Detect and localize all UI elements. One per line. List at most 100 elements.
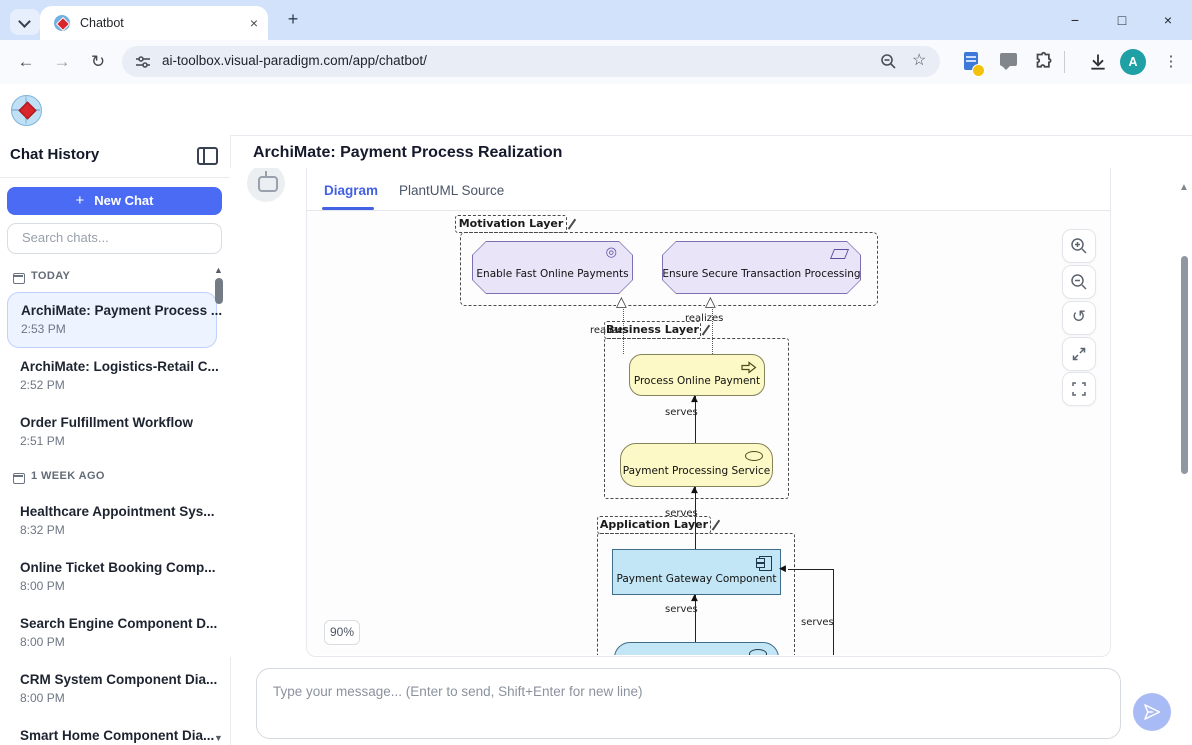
- reload-button[interactable]: ↻: [90, 52, 106, 71]
- sidebar-scroll-up-icon[interactable]: ▲: [214, 265, 223, 275]
- sidebar-scroll-down-icon[interactable]: ▼: [214, 733, 223, 743]
- search-chats-input[interactable]: [20, 229, 209, 246]
- section-label-today: TODAY: [31, 270, 71, 282]
- conversation-title: ArchiMate: Payment Process Realization: [253, 144, 563, 161]
- section-label-week-ago: 1 WEEK AGO: [31, 470, 105, 482]
- fit-expand-button[interactable]: [1062, 337, 1096, 371]
- window-minimize-button[interactable]: −: [1070, 12, 1080, 28]
- main-scrollbar-thumb[interactable]: [1181, 256, 1188, 474]
- serves-edge: [695, 595, 696, 642]
- diagram-message-card: Diagram PlantUML Source Motivation Layer…: [306, 168, 1111, 657]
- business-layer-label: Business Layer: [604, 321, 710, 339]
- motivation-layer-frame: [460, 232, 878, 306]
- browser-toolbar: ← → ↻ ai-toolbox.visual-paradigm.com/app…: [0, 40, 1192, 85]
- back-button[interactable]: ←: [17, 52, 35, 71]
- serves-arrowhead: ▲: [691, 394, 698, 404]
- tab-diagram[interactable]: Diagram: [322, 183, 378, 210]
- plus-icon: +: [75, 192, 85, 209]
- realization-edge: [623, 309, 624, 354]
- address-bar[interactable]: ai-toolbox.visual-paradigm.com/app/chatb…: [122, 46, 940, 77]
- fullscreen-button[interactable]: [1062, 372, 1096, 406]
- serves-label: serves: [801, 617, 834, 628]
- tab-strip: Chatbot × + − □ ×: [0, 0, 1192, 40]
- url-text: ai-toolbox.visual-paradigm.com/app/chatb…: [162, 53, 427, 68]
- serves-arrowhead: ▲: [691, 485, 698, 495]
- zoom-in-button[interactable]: [1062, 229, 1096, 263]
- application-service-node-partial[interactable]: [614, 642, 779, 655]
- tab-search-button[interactable]: [10, 9, 40, 35]
- active-tab-underline: [322, 207, 374, 210]
- docs-extension-badge: [972, 64, 985, 77]
- window-maximize-button[interactable]: □: [1117, 12, 1127, 28]
- application-service-oval-icon: [749, 649, 767, 655]
- new-chat-button[interactable]: +New Chat: [7, 187, 222, 215]
- tab-title: Chatbot: [80, 16, 124, 30]
- application-layer-label: Application Layer: [597, 516, 720, 534]
- serves-edge: [788, 569, 833, 570]
- downloads-icon[interactable]: [1088, 52, 1108, 72]
- business-service-node[interactable]: Payment Processing Service: [620, 443, 773, 487]
- extensions-puzzle-icon[interactable]: [1034, 51, 1055, 72]
- serves-label: serves: [665, 604, 698, 615]
- message-scroll-area: Diagram PlantUML Source Motivation Layer…: [230, 168, 1192, 657]
- calendar-icon: [13, 273, 25, 284]
- serves-arrowhead: ▲: [691, 593, 698, 603]
- zoom-level-badge: 90%: [324, 620, 360, 645]
- chat-item-crm-system[interactable]: CRM System Component Dia... 8:00 PM: [20, 672, 218, 705]
- motivation-layer-label: Motivation Layer: [455, 215, 576, 233]
- comment-extension-icon[interactable]: [1000, 53, 1017, 70]
- zoom-out-button[interactable]: [1062, 265, 1096, 299]
- toolbar-separator: [1064, 51, 1065, 73]
- send-button[interactable]: [1133, 693, 1171, 731]
- app-header: Chatbot Powered by Visual Paradigm ☾ Mor…: [0, 84, 1192, 213]
- forward-button[interactable]: →: [53, 52, 71, 71]
- realizes-label: realizes: [590, 325, 629, 336]
- serves-edge: [695, 487, 696, 549]
- profile-avatar[interactable]: A: [1120, 49, 1146, 75]
- chat-item-logistics-retail[interactable]: ArchiMate: Logistics-Retail C... 2:52 PM: [20, 359, 219, 392]
- chat-item-payment-process[interactable]: ArchiMate: Payment Process ... 2:53 PM: [7, 292, 222, 348]
- zoom-out-page-icon[interactable]: [880, 53, 897, 70]
- realization-arrowhead: △: [616, 294, 627, 310]
- main-scroll-up-icon[interactable]: ▲: [1179, 182, 1189, 193]
- message-input-box[interactable]: [256, 668, 1121, 739]
- sidebar-scrollbar-thumb[interactable]: [215, 278, 223, 304]
- window-close-button[interactable]: ×: [1163, 12, 1173, 28]
- diagram-canvas[interactable]: Motivation Layer ◎ Enable Fast Online Pa…: [307, 211, 1110, 655]
- browser-tab[interactable]: Chatbot ×: [40, 6, 268, 40]
- visual-paradigm-logo: [11, 95, 42, 126]
- reset-zoom-button[interactable]: ↺: [1062, 301, 1096, 335]
- tab-close-icon[interactable]: ×: [249, 15, 259, 31]
- goal-target-icon: ◎: [605, 245, 617, 260]
- bot-avatar: [247, 168, 285, 202]
- bookmark-star-icon[interactable]: ☆: [912, 52, 927, 69]
- serves-edge: [833, 569, 834, 655]
- business-process-node[interactable]: Process Online Payment: [629, 354, 765, 396]
- chat-item-ticket-booking[interactable]: Online Ticket Booking Comp... 8:00 PM: [20, 560, 216, 593]
- chat-item-smart-home[interactable]: Smart Home Component Dia...: [20, 728, 215, 743]
- chat-item-healthcare[interactable]: Healthcare Appointment Sys... 8:32 PM: [20, 504, 215, 537]
- calendar-icon: [13, 473, 25, 484]
- serves-edge: [695, 396, 696, 443]
- tab-plantuml-source[interactable]: PlantUML Source: [399, 183, 505, 198]
- sidebar-title: Chat History: [10, 146, 100, 163]
- message-input[interactable]: [271, 682, 1095, 728]
- site-settings-icon[interactable]: [135, 54, 151, 70]
- application-component-node[interactable]: Payment Gateway Component: [612, 549, 781, 595]
- business-process-arrow-icon: [741, 361, 757, 374]
- chat-item-order-fulfillment[interactable]: Order Fulfillment Workflow 2:51 PM: [20, 415, 194, 448]
- sidebar-divider: [0, 177, 230, 178]
- serves-label: serves: [665, 407, 698, 418]
- requirement-node[interactable]: Ensure Secure Transaction Processing: [662, 241, 861, 294]
- serves-label: serves: [665, 508, 698, 519]
- realization-edge: [712, 309, 713, 354]
- collapse-sidebar-icon[interactable]: [197, 147, 218, 165]
- realizes-label: realizes: [685, 313, 724, 324]
- goal-node[interactable]: ◎ Enable Fast Online Payments: [472, 241, 633, 294]
- browser-menu-icon[interactable]: ⋮: [1163, 53, 1179, 70]
- chat-history-sidebar: Chat History +New Chat TODAY ArchiMate: …: [0, 135, 231, 745]
- chat-item-search-engine[interactable]: Search Engine Component D... 8:00 PM: [20, 616, 218, 649]
- visual-paradigm-favicon: [54, 15, 71, 32]
- new-tab-button[interactable]: +: [287, 9, 299, 29]
- search-chats-box[interactable]: [7, 223, 222, 254]
